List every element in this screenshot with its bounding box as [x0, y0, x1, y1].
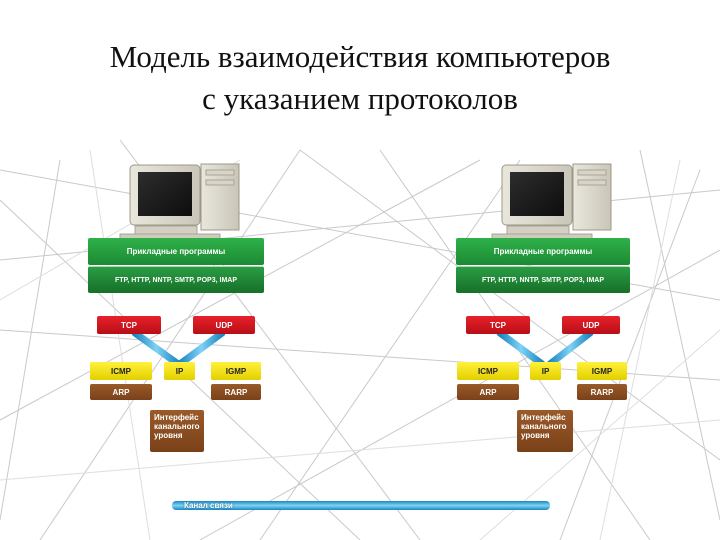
left-icmp-label: ICMP: [111, 366, 131, 376]
right-interface-line-3: уровня: [521, 431, 550, 440]
left-applications-layer: Прикладные программы: [88, 238, 264, 265]
left-applications-label: Прикладные программы: [126, 247, 226, 256]
right-computer-illustration: [491, 163, 612, 240]
left-icmp-box: ICMP: [90, 362, 152, 380]
right-icmp-label: ICMP: [478, 366, 498, 376]
left-app-protocols-label: FTP, HTTP, NNTP, SMTP, POP3, IMAP: [114, 276, 237, 284]
left-interface-line-1: Интерфейс: [154, 413, 199, 422]
right-link-interface-box: Интерфейс канального уровня: [517, 410, 573, 452]
right-igmp-box: IGMP: [577, 362, 627, 380]
left-link-interface-box: Интерфейс канального уровня: [150, 410, 204, 452]
left-interface-line-3: уровня: [154, 431, 183, 440]
left-arp-label: ARP: [112, 387, 130, 397]
right-ip-label: IP: [541, 366, 550, 376]
right-udp-label: UDP: [582, 320, 600, 330]
right-rarp-label: RARP: [590, 387, 614, 397]
left-rarp-label: RARP: [224, 387, 248, 397]
right-tcp-label: TCP: [490, 320, 506, 330]
left-igmp-box: IGMP: [211, 362, 261, 380]
left-tcp-box: TCP: [97, 316, 161, 334]
right-arp-box: ARP: [457, 384, 519, 400]
right-udp-box: UDP: [562, 316, 620, 334]
left-udp-box: UDP: [193, 316, 255, 334]
right-applications-layer: Прикладные программы: [456, 238, 630, 265]
left-computer-illustration: [119, 163, 240, 240]
left-tcp-label: TCP: [121, 320, 137, 330]
right-tcp-box: TCP: [466, 316, 530, 334]
left-interface-line-2: канального: [154, 422, 200, 431]
slide-title: Модель взаимодействия компьютеров с указ…: [20, 36, 700, 120]
link-channel-pipe: [172, 501, 550, 510]
right-rarp-box: RARP: [577, 384, 627, 400]
right-icmp-box: ICMP: [457, 362, 519, 380]
left-igmp-label: IGMP: [225, 366, 247, 376]
right-interface-line-1: Интерфейс: [521, 413, 566, 422]
title-line-1: Модель взаимодействия компьютеров: [109, 39, 611, 74]
right-ip-box: IP: [530, 362, 561, 380]
right-app-protocols-label: FTP, HTTP, NNTP, SMTP, POP3, IMAP: [481, 276, 604, 284]
left-ip-label: IP: [175, 366, 184, 376]
left-arp-box: ARP: [90, 384, 152, 400]
left-app-protocols-layer: FTP, HTTP, NNTP, SMTP, POP3, IMAP: [88, 266, 264, 293]
right-applications-label: Прикладные программы: [493, 247, 593, 256]
left-ip-box: IP: [164, 362, 195, 380]
right-interface-line-2: канального: [521, 422, 567, 431]
right-app-protocols-layer: FTP, HTTP, NNTP, SMTP, POP3, IMAP: [456, 266, 630, 293]
title-line-2: с указанием протоколов: [202, 81, 518, 116]
left-udp-label: UDP: [215, 320, 233, 330]
left-rarp-box: RARP: [211, 384, 261, 400]
link-channel-label: Канал связи: [184, 501, 233, 510]
right-igmp-label: IGMP: [591, 366, 613, 376]
right-arp-label: ARP: [479, 387, 497, 397]
